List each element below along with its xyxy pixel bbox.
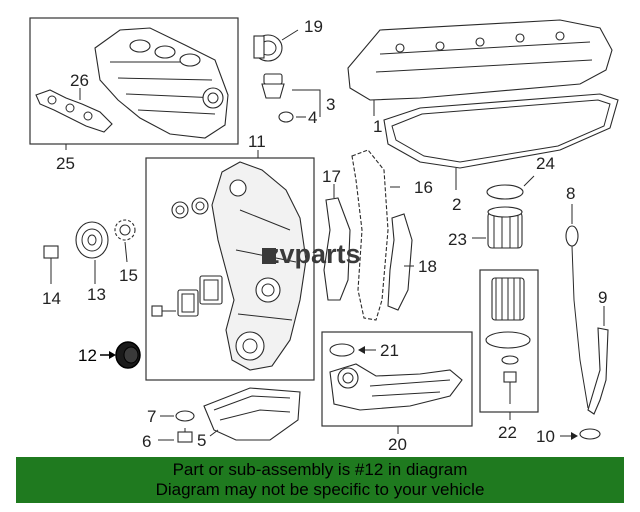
gasket-ring-part-4[interactable]: [278, 111, 294, 123]
callout-17: 17: [322, 167, 341, 186]
oil-pan-part[interactable]: [203, 387, 301, 441]
dipstick-part-8[interactable]: [565, 225, 589, 409]
arrow-21: [358, 346, 376, 354]
o-ring-part-21[interactable]: [329, 343, 355, 357]
watermark-logo: zvparts: [262, 239, 361, 269]
callout-26: 26: [70, 71, 89, 90]
pulley-part-19[interactable]: [253, 34, 283, 62]
info-banner: Part or sub-assembly is #12 in diagram D…: [16, 457, 624, 503]
callout-6: 6: [142, 432, 151, 451]
banner-line-2: Diagram may not be specific to your vehi…: [155, 480, 485, 499]
callout-14: 14: [42, 289, 61, 308]
callout-21: 21: [380, 341, 399, 360]
callout-15: 15: [119, 266, 138, 285]
leader-24: [523, 175, 535, 187]
callout-8: 8: [566, 184, 575, 203]
exploded-parts-diagram: zvparts 1 2 3 4 5 6 7 8 9 10 11 12 13 14…: [29, 17, 619, 454]
intake-gasket-part[interactable]: [35, 89, 113, 133]
oil-pump-group-box: [321, 331, 473, 427]
bolt-part-14[interactable]: [43, 245, 59, 272]
timing-cover-group-box: [145, 157, 315, 381]
oil-filter-cap-part-23[interactable]: [487, 206, 523, 249]
callout-1: 1: [373, 117, 382, 136]
callout-2: 2: [452, 195, 461, 214]
timing-chain-cover-part[interactable]: [211, 161, 307, 371]
cover-gasket-parts[interactable]: [177, 275, 223, 317]
oil-filter-element-part[interactable]: [485, 277, 531, 404]
oil-filter-group-box: [479, 269, 539, 413]
callout-11: 11: [248, 132, 266, 151]
washer-part-10[interactable]: [579, 428, 601, 440]
leader-19: [281, 29, 299, 41]
filter-gasket-part-24[interactable]: [486, 184, 524, 200]
drain-gasket-part-7[interactable]: [175, 410, 195, 422]
valve-cover-gasket-part[interactable]: [383, 93, 619, 169]
sprocket-part-15[interactable]: [114, 219, 136, 241]
chain-tensioner-part-18[interactable]: [387, 213, 413, 311]
arrow-12: [100, 351, 116, 359]
oil-filler-cap-part[interactable]: [261, 73, 285, 99]
timing-chain-part-16[interactable]: [351, 149, 389, 321]
intake-manifold-group-box: [29, 17, 239, 145]
crankshaft-pulley-part-13[interactable]: [75, 221, 109, 259]
callout-23: 23: [448, 230, 467, 249]
callout-13: 13: [87, 285, 106, 304]
leader-5: [209, 429, 219, 437]
callout-19: 19: [304, 17, 323, 36]
callout-20: 20: [388, 435, 407, 454]
leader-15: [124, 241, 128, 263]
callout-5: 5: [197, 431, 206, 450]
callout-12: 12: [78, 346, 97, 365]
oil-pump-part[interactable]: [329, 363, 463, 411]
camshaft-seal-parts[interactable]: [171, 197, 209, 219]
callout-16: 16: [414, 178, 433, 197]
callout-7: 7: [147, 407, 156, 426]
callout-9: 9: [598, 288, 607, 307]
drain-plug-part-6[interactable]: [177, 428, 193, 443]
arrow-10: [560, 432, 578, 440]
banner-line-1: Part or sub-assembly is #12 in diagram: [172, 460, 468, 479]
callout-4: 4: [308, 108, 317, 127]
cover-bolt-part[interactable]: [151, 305, 176, 317]
highlighted-seal-part-12[interactable]: [115, 341, 141, 369]
chain-guide-part-17[interactable]: [323, 197, 351, 301]
callout-3: 3: [326, 95, 335, 114]
leader-3-4: [292, 89, 321, 118]
intake-manifold-part[interactable]: [94, 27, 229, 139]
callout-24: 24: [536, 154, 555, 173]
callout-18: 18: [418, 257, 437, 276]
watermark-text: zvparts: [266, 239, 361, 269]
callout-10: 10: [536, 427, 555, 446]
valve-cover-part[interactable]: [347, 19, 613, 101]
dipstick-tube-part-9[interactable]: [587, 327, 609, 415]
callout-25: 25: [56, 154, 75, 173]
callout-22: 22: [498, 423, 517, 442]
